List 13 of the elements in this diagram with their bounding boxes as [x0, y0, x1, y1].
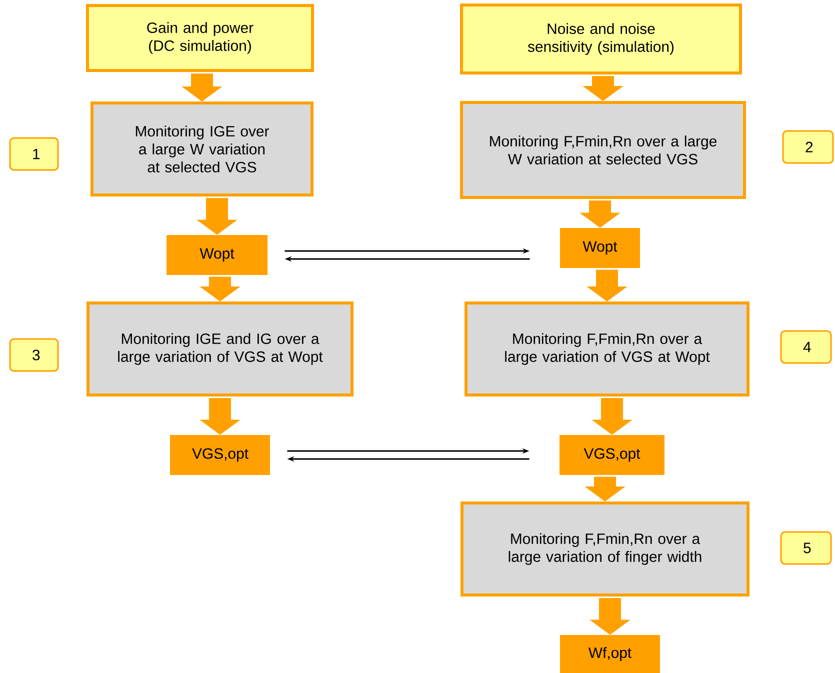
header-box: Gain and power (DC simulation)	[86, 4, 314, 72]
result-box: Wf,opt	[560, 635, 660, 673]
process-box: Monitoring F,Fmin,Rn over a large variation of finger width	[460, 502, 750, 596]
header-box: Noise and noise sensitivity (simulation)	[460, 4, 742, 74]
process-box: Monitoring F,Fmin,Rn over a large variation of VGS at Wopt	[464, 302, 750, 396]
process-box: Monitoring IGE and IG over a large variation of VGS at Wopt	[86, 302, 354, 396]
process-box: Monitoring F,Fmin,Rn over a large W variation at selected VGS	[460, 101, 746, 199]
step-badge: 5	[780, 531, 832, 565]
step-badge: 1	[9, 137, 59, 171]
step-badge: 2	[782, 130, 834, 164]
step-badge: 4	[780, 330, 832, 364]
process-box: Monitoring IGE over a large W variation at selected VGS	[90, 102, 314, 196]
step-badge: 3	[9, 338, 59, 372]
